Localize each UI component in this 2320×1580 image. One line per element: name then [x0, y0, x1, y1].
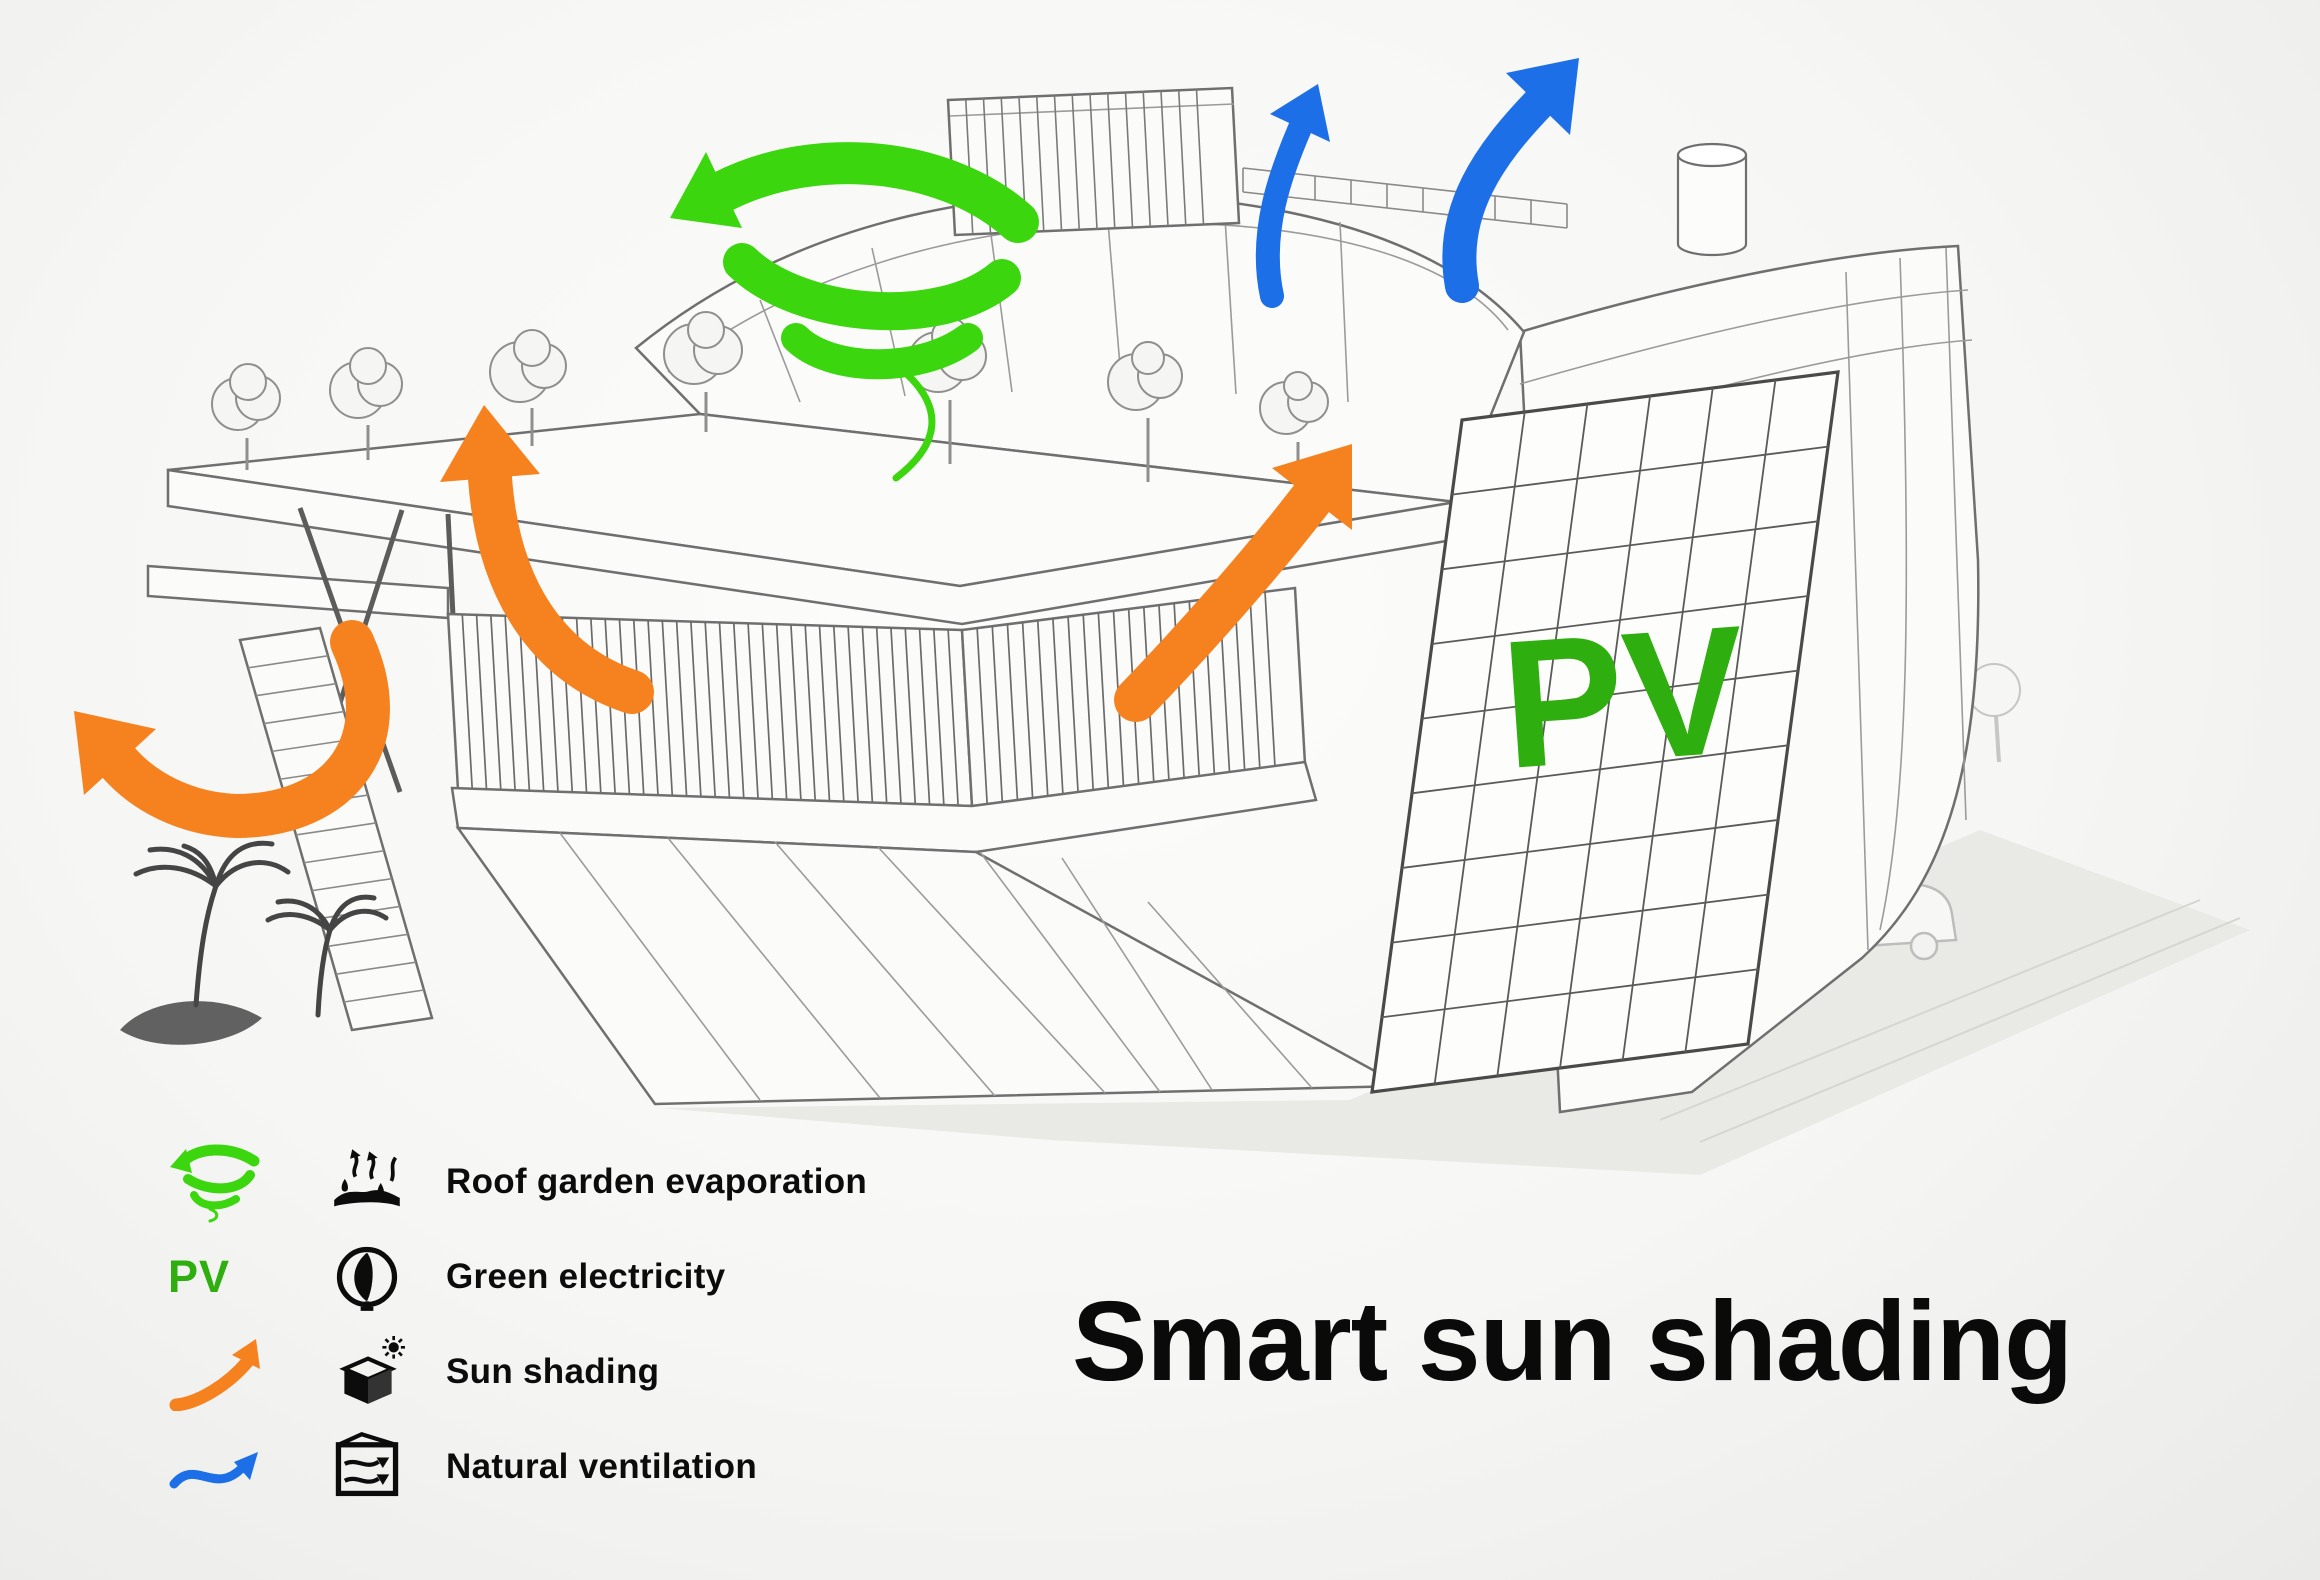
- legend-item-sun-shading: Sun shading: [168, 1333, 867, 1411]
- ventilation-arrows: [1255, 58, 1579, 308]
- evaporation-swirl-icon: [170, 1144, 260, 1223]
- legend-label: Roof garden evaporation: [446, 1162, 868, 1201]
- legend: Roof garden evaporation PV Green electri…: [168, 1144, 868, 1526]
- legend-item-green-electricity: PV Green electricity: [168, 1241, 867, 1313]
- sun-shading-icon: [339, 1336, 405, 1404]
- roof-garden-icon: [334, 1149, 400, 1207]
- green-swirl-marker: [168, 1141, 330, 1223]
- legend-item-natural-ventilation: Natural ventilation: [168, 1431, 867, 1503]
- blue-arrow-marker: [168, 1438, 330, 1496]
- roof-evaporation-arrow: [670, 142, 1039, 482]
- green-electricity-icon: [336, 1246, 398, 1311]
- natural-ventilation-icon: [335, 1431, 399, 1497]
- legend-item-roof-garden-evaporation: Roof garden evaporation: [168, 1144, 868, 1223]
- palm-trees: [120, 840, 389, 1045]
- legend-label: Sun shading: [446, 1352, 660, 1391]
- legend-label: Natural ventilation: [446, 1447, 758, 1486]
- legend-label: Green electricity: [446, 1257, 726, 1296]
- chimney-cylinder: [1676, 142, 1748, 257]
- sun-shading-arrows: [74, 405, 1352, 839]
- ventilation-arrow-icon: [169, 1452, 258, 1489]
- orange-arrow-marker: [168, 1333, 330, 1411]
- pv-panel: PV: [1372, 372, 1838, 1092]
- pv-marker-label: PV: [168, 1251, 231, 1302]
- pv-building-label: PV: [1496, 587, 1752, 807]
- sun-shading-arrow-icon: [169, 1339, 260, 1411]
- diagram-title: Smart sun shading: [1072, 1278, 2073, 1404]
